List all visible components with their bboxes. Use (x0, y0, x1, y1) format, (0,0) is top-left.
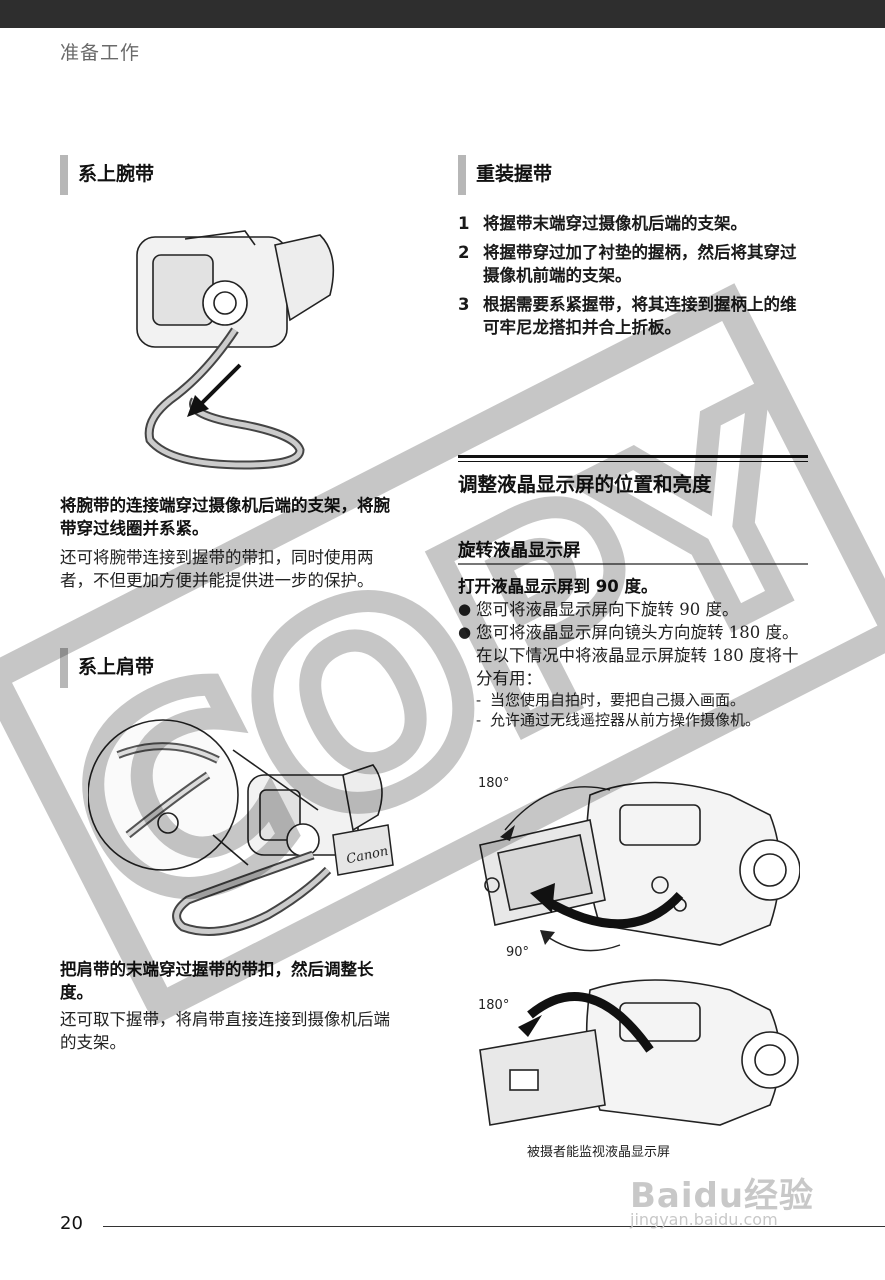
grip-belt-steps: 1 将握带末端穿过摄像机后端的支架。 2 将握带穿过加了衬垫的握柄，然后将其穿过… (458, 212, 808, 345)
footer-rule (103, 1226, 885, 1227)
bullet-text: 您可将液晶显示屏向下旋转 90 度。 (476, 600, 739, 619)
baidu-url: jingyan.baidu.com (630, 1210, 778, 1229)
step-number: 3 (458, 295, 470, 314)
lcd-bullets: ● 您可将液晶显示屏向下旋转 90 度。 ● 您可将液晶显示屏向镜头方向旋转 1… (458, 598, 808, 730)
page-number: 20 (60, 1213, 83, 1234)
step-item: 2 将握带穿过加了衬垫的握柄，然后将其穿过摄像机前端的支架。 (458, 241, 808, 287)
bullet-dot-icon: ● (458, 600, 472, 618)
step-text: 根据需要系紧握带，将其连接到握柄上的维可牢尼龙搭扣并合上折板。 (483, 295, 797, 337)
section-rule-thick (458, 455, 808, 458)
dash-item: - 允许通过无线遥控器从前方操作摄像机。 (476, 711, 761, 729)
lcd-section-title: 调整液晶显示屏的位置和亮度 (458, 473, 712, 496)
bullet-item: ● 您可将液晶显示屏向镜头方向旋转 180 度。 在以下情况中将液晶显示屏旋转 … (458, 621, 808, 690)
section-rule-thin (458, 461, 808, 462)
wrist-strap-illustration (136, 230, 335, 470)
dash-text: 当您使用自拍时，要把自己摄入画面。 (490, 691, 746, 709)
baidu-logo: Baidu经验 (630, 1176, 815, 1216)
subtitle-rule (458, 563, 808, 565)
step-item: 1 将握带末端穿过摄像机后端的支架。 (458, 212, 808, 235)
section-label: 准备工作 (60, 42, 141, 64)
dash-text: 允许通过无线遥控器从前方操作摄像机。 (490, 711, 761, 729)
bullet-item: ● 您可将液晶显示屏向下旋转 90 度。 (458, 598, 808, 621)
bullet-text: 您可将液晶显示屏向镜头方向旋转 180 度。 在以下情况中将液晶显示屏旋转 18… (476, 623, 799, 688)
grip-belt-heading-text: 重装握带 (476, 163, 553, 185)
dash-item: - 当您使用自拍时，要把自己摄入画面。 (476, 691, 746, 709)
top-bar (0, 0, 885, 28)
step-item: 3 根据需要系紧握带，将其连接到握柄上的维可牢尼龙搭扣并合上折板。 (458, 293, 808, 339)
wrist-strap-note: 还可将腕带连接到握带的带扣，同时使用两者，不但更加方便并能提供进一步的保护。 (60, 548, 374, 590)
shoulder-strap-illustration: Canon (88, 719, 394, 936)
lcd-rotation-illustration-1 (479, 781, 800, 952)
wrist-strap-instruction: 将腕带的连接端穿过摄像机后端的支架，将腕带穿过线圈并系紧。 (60, 496, 390, 538)
open-lcd-instruction: 打开液晶显示屏到 90 度。 (458, 577, 658, 596)
bullet-dot-icon: ● (458, 623, 472, 641)
step-number: 1 (458, 214, 470, 233)
step-text: 将握带穿过加了衬垫的握柄，然后将其穿过摄像机前端的支架。 (483, 243, 797, 285)
dash-list: - 当您使用自拍时，要把自己摄入画面。 - 允许通过无线遥控器从前方操作摄像机。 (476, 690, 808, 730)
lcd-rotation-illustration-2 (479, 979, 799, 1126)
degree-label-180-b: 180° (478, 998, 510, 1013)
step-number: 2 (458, 243, 470, 262)
wrist-strap-heading-text: 系上腕带 (78, 163, 155, 185)
shoulder-strap-heading-text: 系上肩带 (78, 656, 155, 678)
degree-label-90: 90° (506, 945, 530, 960)
illustration-caption: 被摄者能监视液晶显示屏 (527, 1145, 671, 1160)
shoulder-strap-instruction: 把肩带的末端穿过握带的带扣，然后调整长度。 (60, 960, 374, 1002)
lcd-subtitle: 旋转液晶显示屏 (458, 541, 581, 561)
degree-label-180-a: 180° (478, 776, 510, 791)
shoulder-strap-note: 还可取下握带，将肩带直接连接到摄像机后端的支架。 (60, 1010, 390, 1052)
step-text: 将握带末端穿过摄像机后端的支架。 (483, 214, 747, 233)
